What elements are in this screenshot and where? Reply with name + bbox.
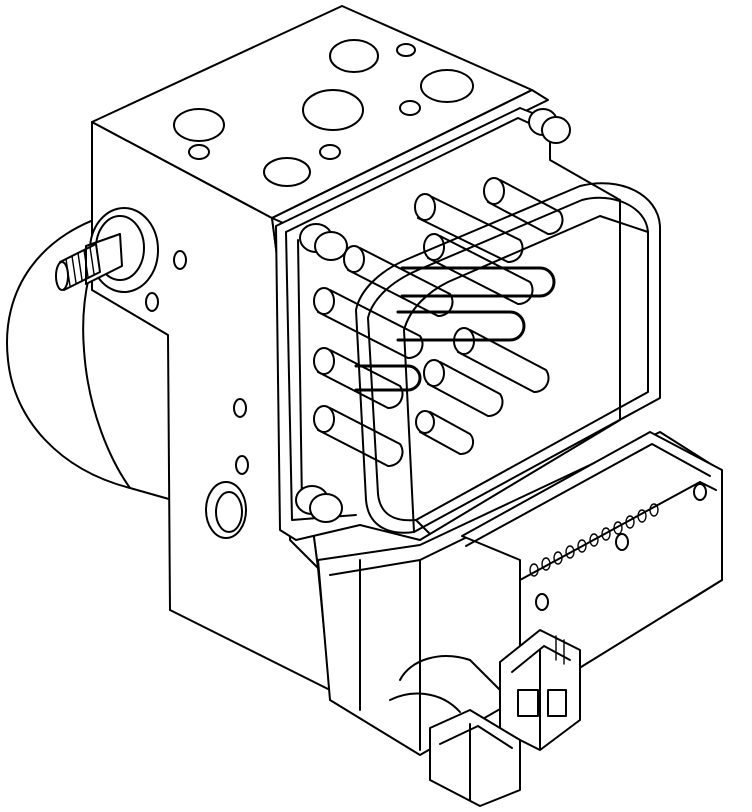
solenoid-valve (414, 193, 524, 264)
side-hole (173, 250, 187, 270)
side-hole (233, 398, 247, 418)
port-hole (399, 100, 421, 116)
solenoid-valve (423, 359, 504, 418)
mounting-bolt (295, 485, 343, 523)
port-hole (173, 108, 225, 142)
connector-plug (429, 629, 581, 807)
connector-housing (461, 431, 723, 681)
port-hole (420, 69, 474, 103)
port-hole (263, 157, 311, 187)
port-hole (396, 43, 416, 57)
solenoid-valve (313, 287, 424, 360)
solenoid-valves (313, 177, 564, 468)
port-hole (302, 89, 364, 131)
port-hole (188, 144, 210, 160)
motor-terminal-stud (55, 207, 159, 293)
mounting-bolt (528, 108, 571, 144)
mounting-bolt (299, 223, 348, 261)
solenoid-valve (313, 405, 404, 468)
side-port (205, 481, 247, 539)
side-holes (145, 250, 249, 475)
module-cover (355, 182, 661, 535)
port-hole (329, 39, 379, 73)
electronic-module (317, 431, 723, 756)
connector-pin-row (529, 503, 659, 577)
solenoid-valve (415, 410, 475, 456)
side-hole (145, 292, 159, 312)
top-port-holes (173, 39, 474, 187)
solenoid-valve (453, 327, 550, 394)
solenoid-valve (483, 177, 564, 236)
port-hole (319, 144, 341, 160)
side-hole (235, 455, 249, 475)
